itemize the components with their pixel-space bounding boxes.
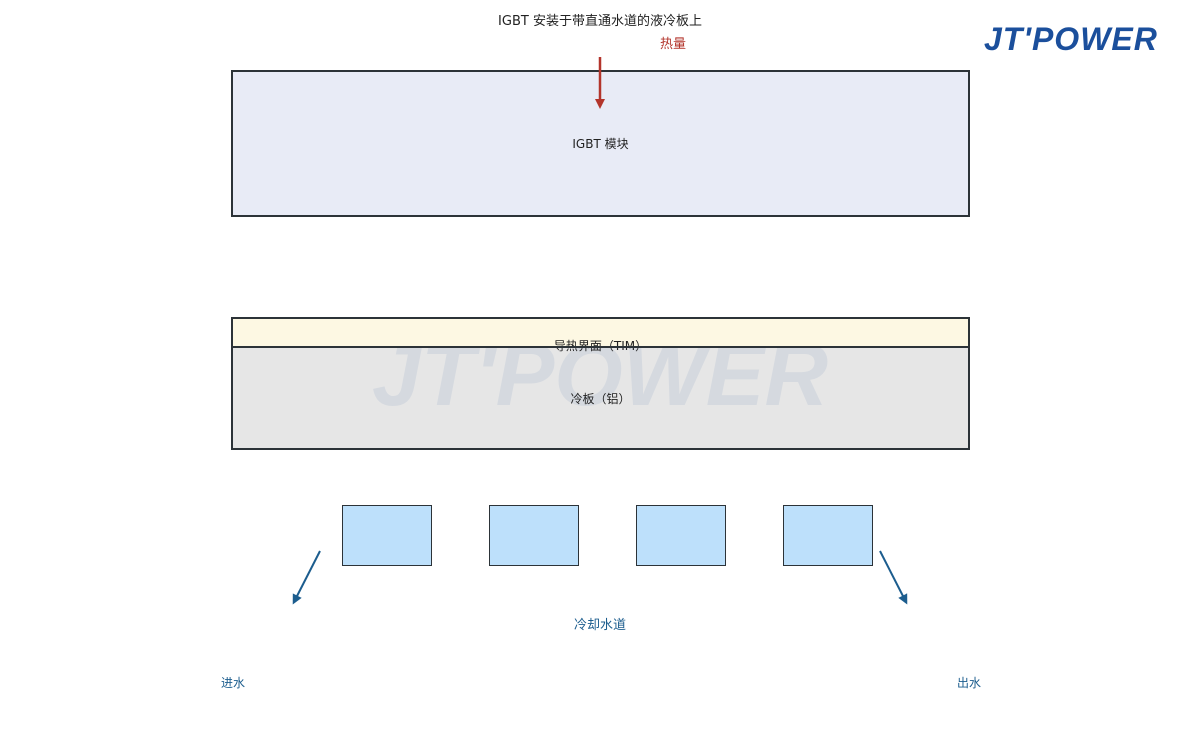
cold-plate-fill bbox=[231, 346, 970, 450]
cooling-channel bbox=[342, 505, 432, 566]
igbt-module-label: IGBT 模块 bbox=[572, 137, 629, 151]
heat-label: 热量 bbox=[660, 37, 687, 52]
tim-layer: 导热界面（TIM） bbox=[231, 317, 970, 353]
outlet-flow-arrow bbox=[879, 550, 908, 605]
outlet-label: 出水 bbox=[957, 676, 982, 690]
cooling-channel bbox=[489, 505, 579, 566]
jtpower-logo: JT'POWER bbox=[984, 20, 1178, 57]
cold-plate: 冷板（铝） bbox=[231, 346, 970, 450]
cooling-channel bbox=[783, 505, 873, 566]
inlet-flow-arrow bbox=[292, 550, 321, 605]
logo-text: JT'POWER bbox=[984, 21, 1158, 56]
inlet-label: 进水 bbox=[221, 676, 246, 690]
cooling-channel bbox=[636, 505, 726, 566]
diagram-title: IGBT 安装于带直通水道的液冷板上 bbox=[498, 14, 702, 29]
cold-plate-label: 冷板（铝） bbox=[570, 391, 631, 406]
cooling-channels-label: 冷却水道 bbox=[573, 618, 626, 633]
igbt-module: IGBT 模块 bbox=[231, 70, 970, 217]
